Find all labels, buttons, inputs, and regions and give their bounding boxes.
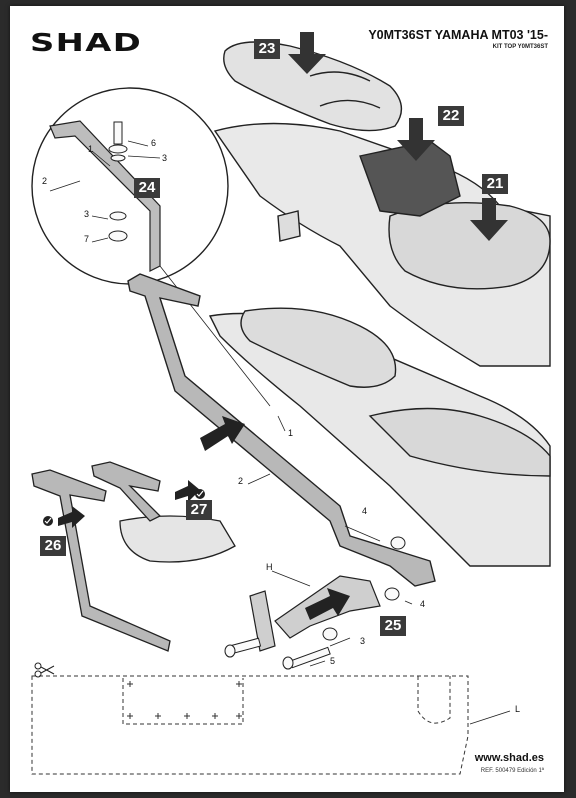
page-title: Y0MT36ST YAMAHA MT03 '15- [368,28,548,42]
step-badge-23: 23 [254,39,280,59]
instruction-sheet: SHAD Y0MT36ST YAMAHA MT03 '15- KIT TOP Y… [10,6,564,792]
part-label-4-top: 4 [362,506,368,516]
drill-template [31,675,469,775]
install-arrows [200,416,350,620]
brand-logo: SHAD [30,28,143,57]
step-badge-26: 26 [40,536,66,556]
drill-marks [127,681,242,719]
check-icon [43,489,205,526]
step-badge-22: 22 [438,106,464,126]
assembly-illustration [31,32,551,775]
part-label-3-detail-bottom: 3 [84,209,90,219]
page-subtitle: KIT TOP Y0MT36ST [492,44,548,50]
motorcycle-side-drawing [208,307,551,567]
part-label-4-bottom: 4 [420,599,426,609]
removal-arrows [288,32,508,241]
part-label-3: 3 [360,636,366,646]
part-label-3-detail-top: 3 [162,153,168,163]
part-label-l: L [515,704,521,714]
part-label-1-detail: 1 [88,144,94,154]
alternate-arrows [58,480,200,528]
leader-lines [247,415,413,667]
tail-unit-drawing [213,122,551,367]
part-label-7: 7 [84,234,90,244]
pillion-seat-drawing [223,41,403,132]
step-badge-21: 21 [482,174,508,194]
reference-number: REF. 500479 Edición 1ª [480,768,544,774]
part-label-h: H [266,562,273,572]
step-badge-24: 24 [134,178,160,198]
website-link[interactable]: www.shad.es [474,752,544,764]
alternate-view-drawing [31,461,236,652]
detail-zoom-circle [31,87,229,285]
step-badge-27: 27 [186,500,212,520]
bolt-set [224,536,406,670]
part-label-2: 2 [238,476,244,486]
part-label-2-detail: 2 [42,176,48,186]
top-rack-arm [127,273,436,587]
part-label-5: 5 [330,656,336,666]
scissors-icon [34,662,55,678]
part-label-6: 6 [151,138,157,148]
part-label-1: 1 [288,428,294,438]
step-badge-25: 25 [380,616,406,636]
